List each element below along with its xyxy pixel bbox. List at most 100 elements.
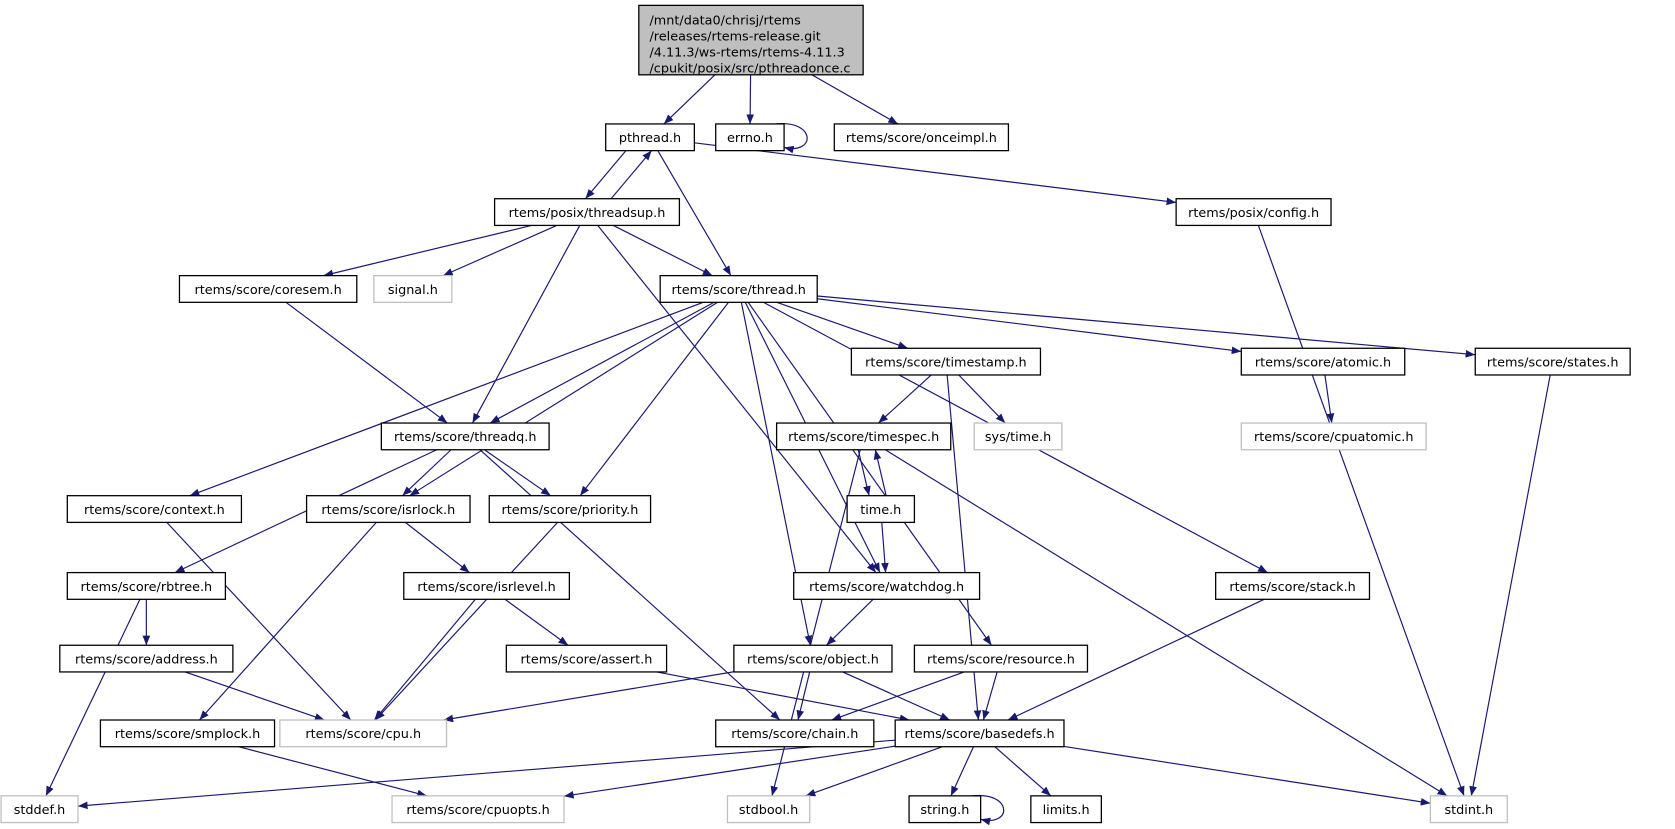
- node-assert[interactable]: rtems/score/assert.h: [505, 644, 668, 673]
- node-context[interactable]: rtems/score/context.h: [66, 495, 243, 524]
- edge-basedefs-to-string: [950, 746, 974, 797]
- edge-threadq-to-isrlock: [402, 449, 452, 497]
- node-label: rtems/score/stack.h: [1229, 580, 1355, 595]
- node-threadq[interactable]: rtems/score/threadq.h: [380, 422, 550, 451]
- node-box: [908, 795, 982, 824]
- node-box: [493, 198, 681, 227]
- node-label: rtems/score/context.h: [84, 503, 225, 518]
- node-isrlock[interactable]: rtems/score/isrlock.h: [305, 495, 471, 524]
- node-coresem[interactable]: rtems/score/coresem.h: [178, 274, 358, 303]
- node-priority[interactable]: rtems/score/priority.h: [488, 495, 652, 524]
- edge-basedefs-to-stdbool: [805, 746, 943, 797]
- edge-thread-to-atomic: [817, 298, 1242, 355]
- node-basedefs[interactable]: rtems/score/basedefs.h: [894, 719, 1065, 748]
- node-config[interactable]: rtems/posix/config.h: [1175, 198, 1332, 227]
- edge-time-to-timespec: [873, 449, 887, 496]
- edge-smplock-to-cpuopts: [238, 746, 428, 798]
- edge-basedefs-to-cpuopts: [563, 745, 896, 799]
- node-label: /releases/rtems-release.git: [649, 30, 820, 45]
- edge-isrlock-to-isrlevel: [405, 521, 470, 574]
- edge-threadsup-to-threadq: [471, 225, 581, 424]
- node-box: [373, 274, 453, 303]
- node-limits[interactable]: limits.h: [1030, 795, 1102, 824]
- node-box: [1429, 795, 1508, 824]
- edge-address-to-cpu: [184, 671, 325, 721]
- node-isrlevel[interactable]: rtems/score/isrlevel.h: [403, 571, 571, 600]
- node-address[interactable]: rtems/score/address.h: [59, 644, 234, 673]
- node-label: /cpukit/posix/src/pthreadonce.c: [649, 62, 850, 77]
- node-label: rtems/posix/config.h: [1188, 206, 1319, 221]
- edge-basedefs-to-limits: [994, 746, 1052, 797]
- node-label: rtems/score/object.h: [747, 652, 879, 667]
- edge-threadsup-to-watchdog: [597, 225, 877, 573]
- node-box: [833, 123, 1010, 152]
- node-chain[interactable]: rtems/score/chain.h: [715, 719, 875, 748]
- node-label: rtems/score/isrlock.h: [321, 503, 455, 518]
- node-thread[interactable]: rtems/score/thread.h: [659, 274, 818, 303]
- edge-errno-to-errno: [775, 123, 808, 154]
- node-string[interactable]: string.h: [908, 795, 982, 824]
- node-onceimpl[interactable]: rtems/score/onceimpl.h: [833, 123, 1010, 152]
- node-label: rtems/score/watchdog.h: [809, 580, 964, 595]
- node-stdint: stdint.h: [1429, 795, 1508, 824]
- node-errno[interactable]: errno.h: [715, 123, 785, 152]
- edge-threadsup-to-thread: [613, 224, 713, 277]
- node-box: [178, 274, 358, 303]
- node-box: [913, 644, 1089, 673]
- node-stack[interactable]: rtems/score/stack.h: [1215, 571, 1371, 600]
- node-atomic[interactable]: rtems/score/atomic.h: [1240, 347, 1406, 376]
- node-label: rtems/score/states.h: [1487, 355, 1619, 370]
- node-box: [605, 123, 695, 152]
- node-label: limits.h: [1043, 803, 1090, 818]
- node-timestamp[interactable]: rtems/score/timestamp.h: [850, 347, 1042, 376]
- edge-object-to-cpu: [443, 671, 734, 723]
- edge-thread-to-priority: [579, 301, 729, 497]
- node-pthread[interactable]: pthread.h: [605, 123, 695, 152]
- edge-main-to-errno: [746, 74, 755, 124]
- node-watchdog[interactable]: rtems/score/watchdog.h: [793, 571, 981, 600]
- node-label: rtems/score/isrlevel.h: [417, 580, 555, 595]
- node-timespec[interactable]: rtems/score/timespec.h: [775, 422, 952, 451]
- node-time[interactable]: time.h: [846, 495, 916, 524]
- node-label: rtems/posix/threadsup.h: [509, 206, 666, 221]
- edge-pthread-to-thread: [657, 150, 732, 276]
- node-label: rtems/score/resource.h: [927, 652, 1075, 667]
- node-label: stdbool.h: [739, 803, 798, 818]
- node-cpuatomic: rtems/score/cpuatomic.h: [1240, 422, 1427, 451]
- edge-object-to-chain: [796, 671, 811, 721]
- node-label: rtems/score/timestamp.h: [865, 355, 1027, 370]
- node-box: [1030, 795, 1102, 824]
- node-box: [0, 795, 79, 824]
- edge-rbtree-to-stddef: [45, 599, 141, 797]
- node-label: rtems/score/rbtree.h: [81, 580, 213, 595]
- node-label: rtems/score/basedefs.h: [904, 727, 1054, 742]
- node-object[interactable]: rtems/score/object.h: [733, 644, 893, 673]
- edge-coresem-to-threadq: [285, 301, 448, 424]
- node-box: [279, 719, 448, 748]
- node-box: [1240, 347, 1406, 376]
- node-systime: sys/time.h: [973, 422, 1063, 451]
- node-stdbool: stdbool.h: [726, 795, 811, 824]
- node-label: rtems/score/thread.h: [671, 283, 805, 298]
- node-label: rtems/score/smplock.h: [115, 727, 261, 742]
- node-label: rtems/score/threadq.h: [394, 430, 537, 445]
- node-signal: signal.h: [373, 274, 453, 303]
- node-main[interactable]: /mnt/data0/chrisj/rtems/releases/rtems-r…: [638, 4, 864, 77]
- node-label: stddef.h: [14, 803, 66, 818]
- edge-basedefs-to-stdint: [1063, 745, 1431, 806]
- edge-main-to-onceimpl: [811, 74, 899, 125]
- edge-threadq-to-priority: [484, 449, 551, 497]
- node-states[interactable]: rtems/score/states.h: [1474, 347, 1631, 376]
- node-resource[interactable]: rtems/score/resource.h: [913, 644, 1089, 673]
- node-rbtree[interactable]: rtems/score/rbtree.h: [66, 571, 227, 600]
- node-box: [715, 719, 875, 748]
- node-box: [99, 719, 276, 748]
- node-threadsup[interactable]: rtems/posix/threadsup.h: [493, 198, 681, 227]
- node-label: rtems/score/timespec.h: [788, 430, 939, 445]
- node-box: [726, 795, 811, 824]
- node-box: [850, 347, 1042, 376]
- edge-thread-to-timestamp: [776, 301, 909, 349]
- edge-resource-to-chain: [831, 671, 965, 721]
- node-smplock[interactable]: rtems/score/smplock.h: [99, 719, 276, 748]
- edge-threadsup-to-signal: [442, 224, 558, 277]
